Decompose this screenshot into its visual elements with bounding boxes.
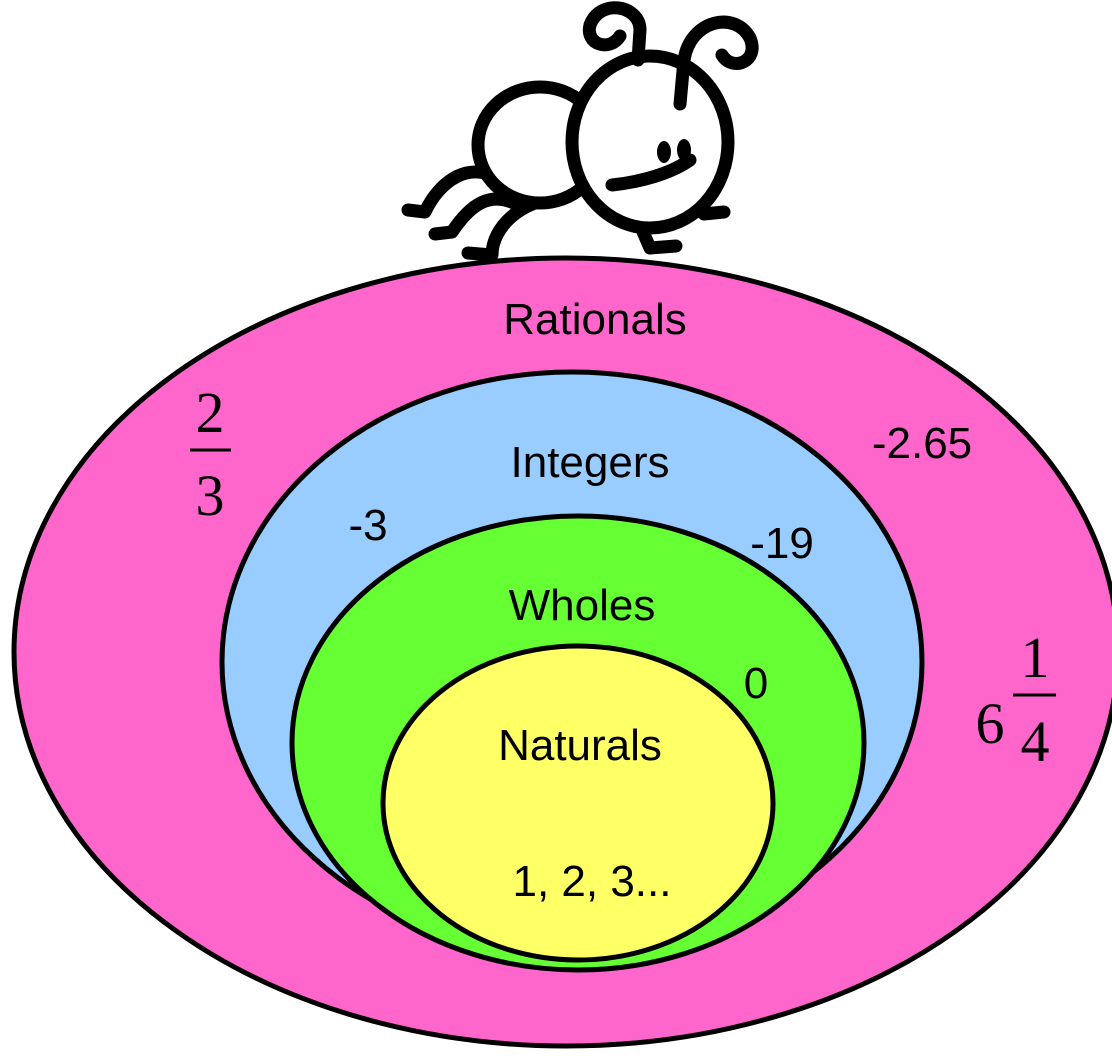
two-thirds-denominator: 3 (196, 463, 225, 528)
two-thirds-numerator: 2 (196, 380, 225, 445)
wholes-label: Wholes (509, 581, 656, 630)
fraction-two-thirds: 2 3 (190, 380, 231, 528)
naturals-examples: 1, 2, 3... (513, 857, 672, 906)
rationals-label: Rationals (503, 295, 686, 344)
integers-label: Integers (511, 438, 670, 487)
sample-neg-3: -3 (348, 501, 387, 550)
mixed-numerator: 1 (1021, 625, 1050, 690)
mixed-denominator: 4 (1021, 709, 1050, 774)
sample-neg-19: -19 (750, 519, 814, 568)
cartoon-bug-icon (401, 1, 759, 262)
sample-zero: 0 (744, 659, 768, 708)
naturals-region (380, 643, 776, 963)
sample-neg-2-65: -2.65 (872, 419, 972, 468)
naturals-label: Naturals (498, 721, 662, 770)
mixed-six-and-quarter: 6 1 4 (976, 625, 1056, 774)
mixed-whole-part: 6 (976, 691, 1005, 756)
